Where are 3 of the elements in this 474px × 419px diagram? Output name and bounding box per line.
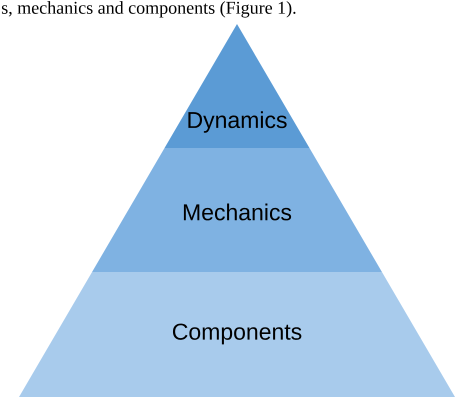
pyramid-tier: Dynamics	[164, 24, 310, 148]
pyramid-tier: Mechanics	[92, 148, 382, 272]
pyramid-tier: Components	[19, 272, 455, 397]
